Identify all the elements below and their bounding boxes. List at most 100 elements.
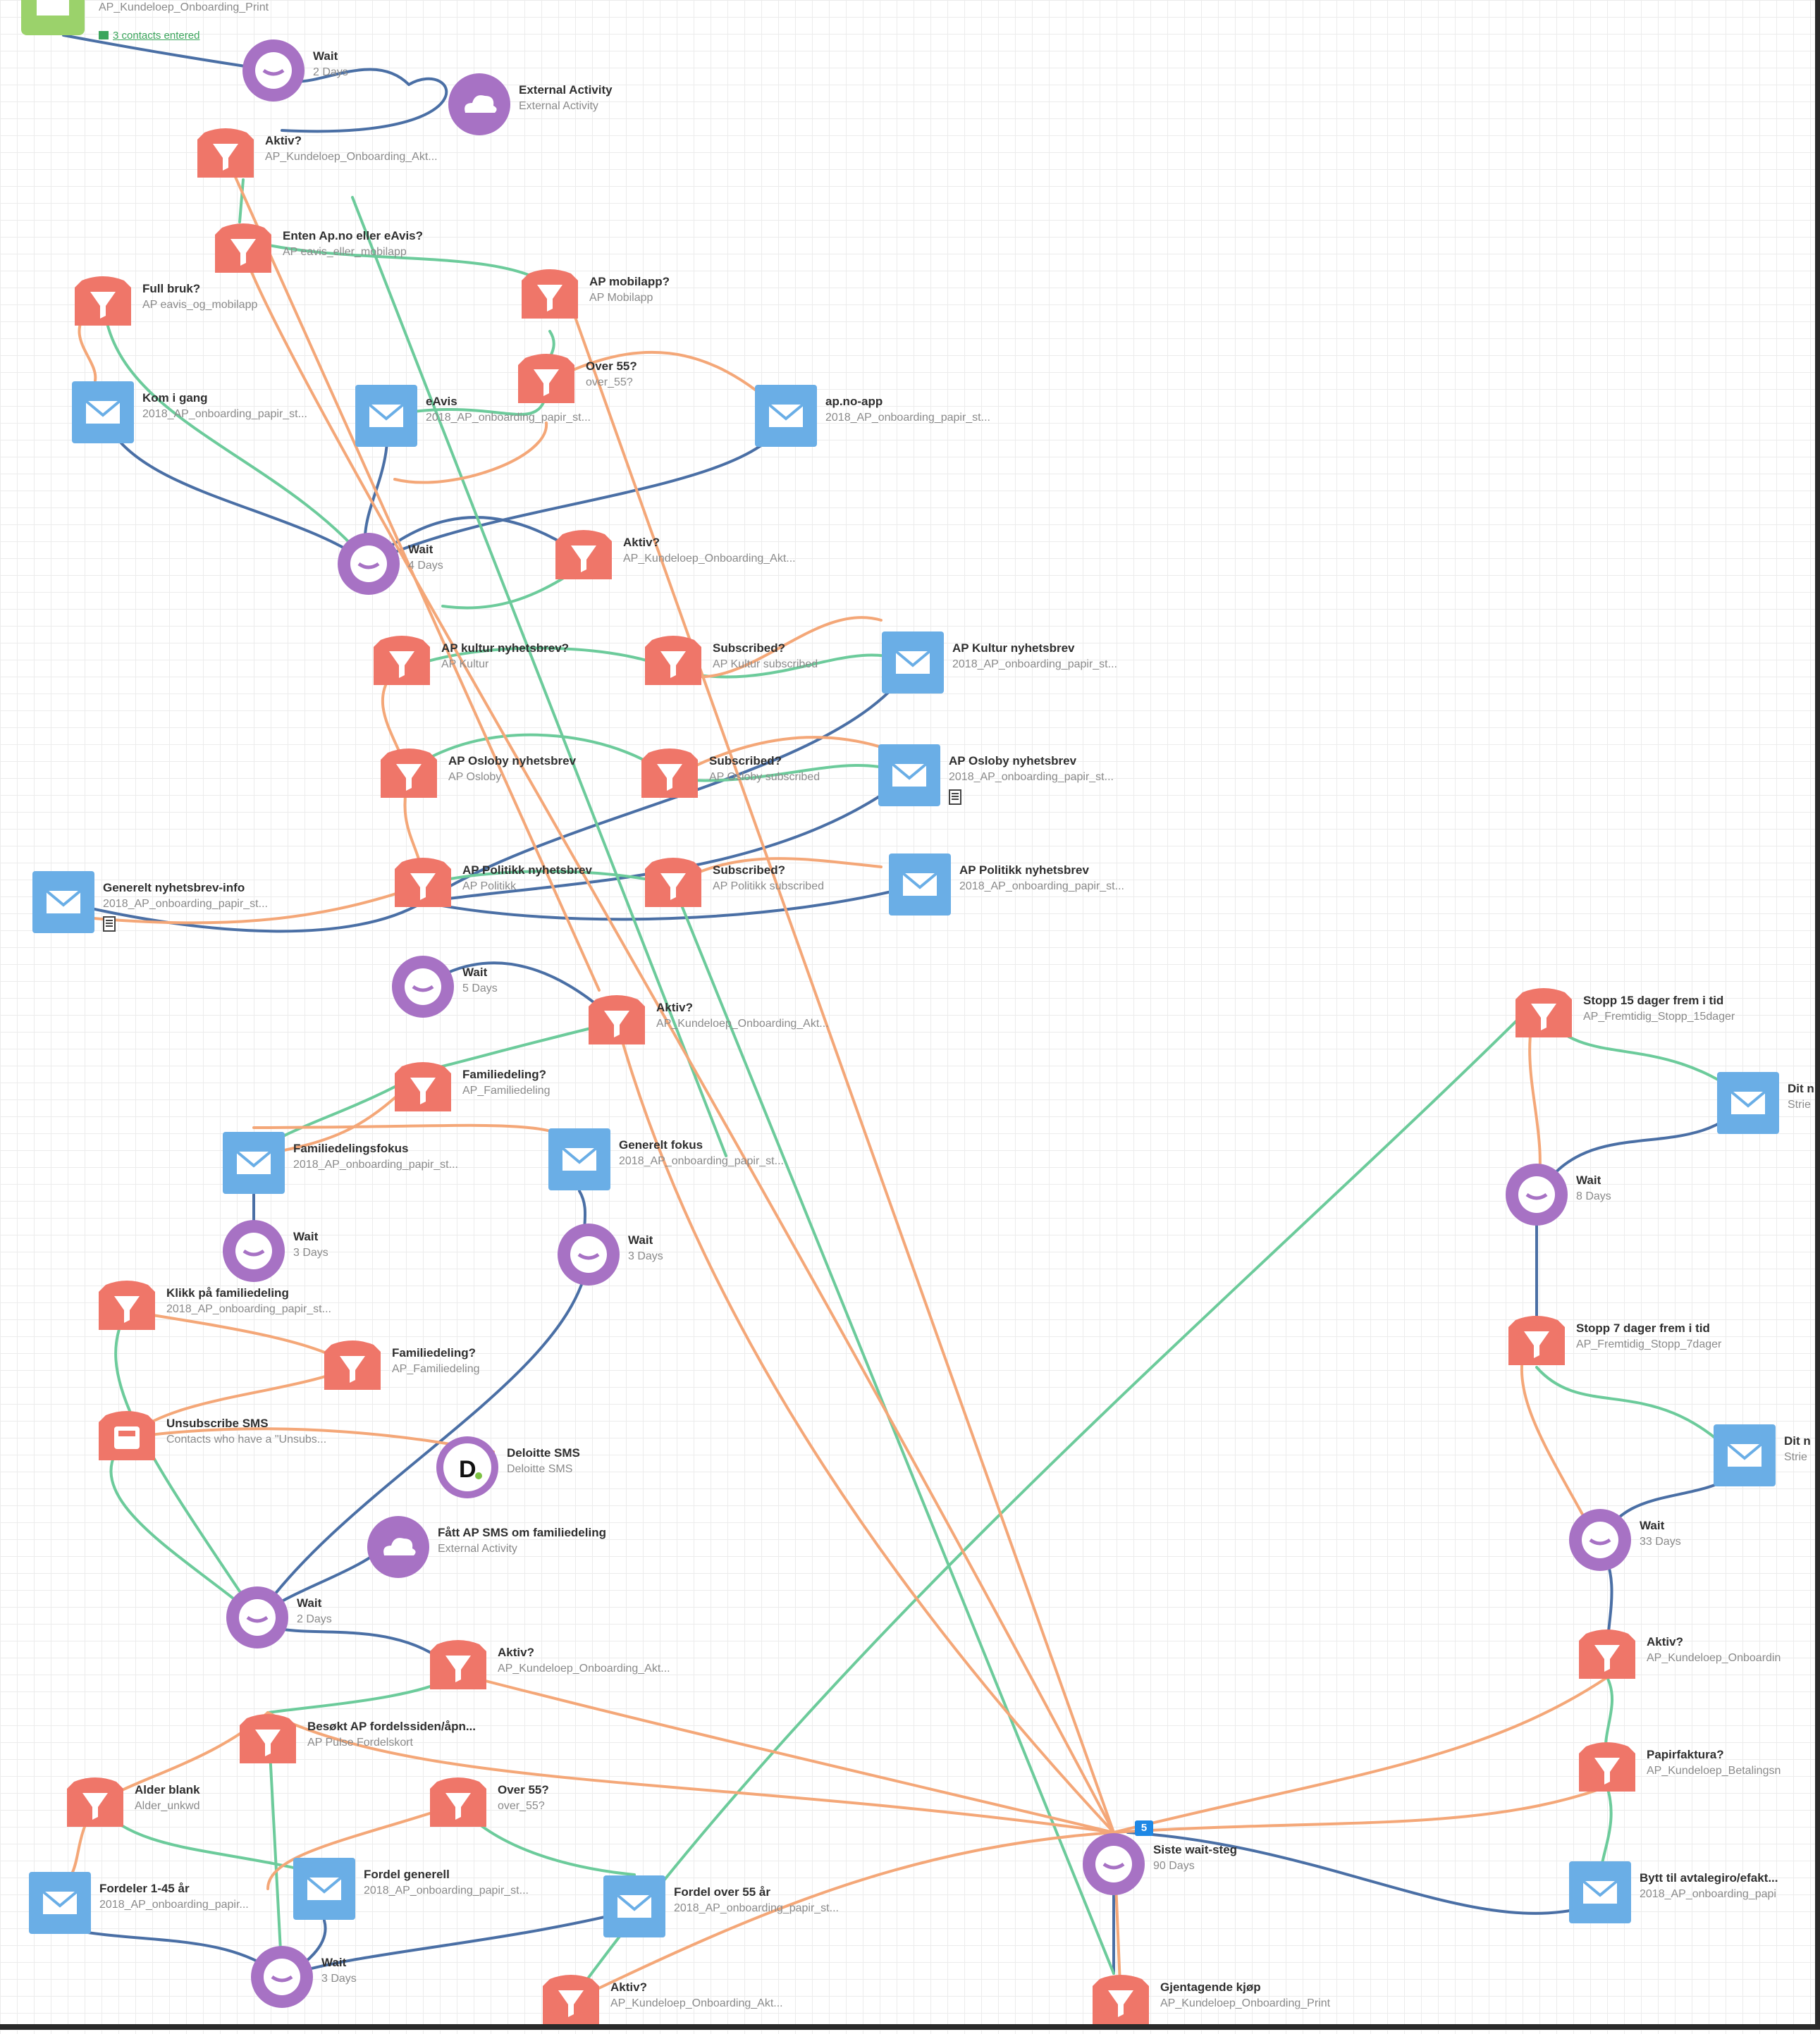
node-title: Aktiv? xyxy=(656,1001,693,1014)
edge xyxy=(615,1021,1115,1834)
node-subtitle: over_55? xyxy=(586,376,633,388)
node-title: Bytt til avtalegiro/efakt... xyxy=(1640,1871,1778,1885)
edge xyxy=(125,1309,354,1369)
node-subtitle: External Activity xyxy=(519,100,598,112)
edge xyxy=(570,1831,1115,2003)
window-border-right xyxy=(1815,0,1820,2030)
node-title: AP Politikk nyhetsbrev xyxy=(462,863,592,877)
node-subtitle: AP_Kundeloep_Onboarding_Akt... xyxy=(265,151,438,163)
node-subtitle: Strie xyxy=(1784,1451,1807,1463)
edge xyxy=(281,1909,636,1978)
node-subtitle: AP Osloby subscribed xyxy=(709,771,820,783)
node-title: Subscribed? xyxy=(713,863,785,877)
node-title: AP mobilapp? xyxy=(589,275,670,288)
node-subtitle: Contacts who have a "Unsubs... xyxy=(166,1434,327,1446)
node-subtitle: 2018_AP_onboarding_papir_st... xyxy=(166,1303,331,1315)
node-title: Deloitte SMS xyxy=(507,1446,580,1460)
node-subtitle: AP_Kundeloep_Onboarding_Akt... xyxy=(498,1663,670,1675)
node-subtitle: AP_Kundeloep_Onboardin xyxy=(1647,1652,1781,1664)
node-subtitle: AP_Kundeloep_Onboarding_Akt... xyxy=(656,1018,829,1030)
node-title: Over 55? xyxy=(498,1783,549,1796)
node-subtitle: 2018_AP_onboarding_papir_st... xyxy=(825,412,990,424)
node-subtitle: AP Kultur subscribed xyxy=(713,658,818,670)
window-border-bottom xyxy=(0,2024,1820,2030)
node-subtitle: 4 Days xyxy=(408,560,443,572)
node-subtitle: 2018_AP_onboarding_papi xyxy=(1640,1888,1776,1900)
node-title: Familiedelingsfokus xyxy=(293,1142,409,1155)
node-subtitle: 2018_AP_onboarding_papir_st... xyxy=(959,880,1124,892)
edge xyxy=(548,351,787,417)
node-title: AP Osloby nyhetsbrev xyxy=(448,754,577,768)
node-title: Subscribed? xyxy=(709,754,782,768)
edge xyxy=(266,1803,460,1890)
node-title: Papirfaktura? xyxy=(1647,1748,1724,1761)
node-title: Generelt fokus xyxy=(619,1138,703,1152)
node-subtitle: Deloitte SMS xyxy=(507,1463,573,1475)
node-subtitle: AP Politikk xyxy=(462,880,517,892)
node-title: Wait xyxy=(293,1230,319,1243)
node-title: Gjentagende kjøp xyxy=(1160,1980,1261,1994)
node-title: Kom i gang xyxy=(142,391,208,405)
node-title: Fordeler 1-45 år xyxy=(99,1882,190,1895)
contact-count-badge: 5 xyxy=(1135,1820,1153,1836)
node-title: Stopp 7 dager frem i tid xyxy=(1576,1321,1710,1335)
node-title: Wait xyxy=(321,1956,347,1969)
node-subtitle: 2 Days xyxy=(297,1613,332,1625)
node-subtitle: 2018_AP_onboarding_papir_st... xyxy=(619,1155,784,1167)
edge xyxy=(256,1253,590,1619)
document-icon xyxy=(103,916,116,932)
node-title: AP kultur nyhetsbrev? xyxy=(441,641,570,655)
node-subtitle: over_55? xyxy=(498,1800,545,1812)
node-title: Wait xyxy=(628,1233,653,1247)
node-subtitle: 2018_AP_onboarding_papir_st... xyxy=(364,1885,529,1897)
edge xyxy=(562,284,1115,1834)
node-title: Stopp 15 dager frem i tid xyxy=(1583,994,1724,1007)
entry-contacts-link[interactable]: 3 contacts entered xyxy=(113,30,200,42)
node-subtitle: 33 Days xyxy=(1640,1536,1681,1548)
node-title: AP Politikk nyhetsbrev xyxy=(959,863,1089,877)
node-subtitle: 2 Days xyxy=(313,66,348,78)
edge xyxy=(1112,1785,1609,1834)
edge xyxy=(281,77,448,133)
node-title: Aktiv? xyxy=(623,536,660,549)
edge xyxy=(104,316,370,565)
node-title: Aktiv? xyxy=(265,134,302,147)
node-subtitle: 2018_AP_onboarding_papir... xyxy=(99,1899,249,1911)
node-subtitle: 90 Days xyxy=(1153,1860,1195,1872)
node-subtitle: AP_Kundeloep_Betalingsn xyxy=(1647,1765,1781,1777)
node-subtitle: 2018_AP_onboarding_papir_st... xyxy=(103,898,268,910)
node-subtitle: 8 Days xyxy=(1576,1190,1611,1202)
node-title: Fordel over 55 år xyxy=(674,1885,771,1899)
node-subtitle: 5 Days xyxy=(462,982,498,994)
node-title: Subscribed? xyxy=(713,641,785,655)
node-title: Wait xyxy=(297,1596,322,1610)
node-title: Klikk på familiedeling xyxy=(166,1286,289,1300)
node-title: Wait xyxy=(1640,1519,1665,1532)
node-title: Fordel generell xyxy=(364,1868,450,1881)
node-title: Enten Ap.no eller eAvis? xyxy=(283,229,424,242)
edge xyxy=(59,1926,283,1978)
edge xyxy=(1535,1366,1746,1467)
node-subtitle: Strie xyxy=(1788,1099,1811,1111)
node-subtitle: 2018_AP_onboarding_papir_st... xyxy=(949,771,1114,783)
edge xyxy=(385,393,548,417)
edge xyxy=(62,901,424,933)
node-subtitle: AP Mobilapp xyxy=(589,292,653,304)
node-subtitle: AP Kultur xyxy=(441,658,489,670)
node-subtitle: AP Osloby xyxy=(448,771,502,783)
node-title: AP Osloby nyhetsbrev xyxy=(949,754,1077,768)
edge xyxy=(422,883,921,921)
node-title: Dit n xyxy=(1784,1434,1811,1448)
edge xyxy=(351,196,727,1157)
flag-icon xyxy=(99,31,109,39)
edge xyxy=(570,999,1538,2003)
node-title: Wait xyxy=(462,966,488,979)
node-subtitle: AP_Fremtidig_Stopp_7dager xyxy=(1576,1338,1722,1350)
node-title: Aktiv? xyxy=(1647,1635,1683,1648)
node-subtitle: 2018_AP_onboarding_papir_st... xyxy=(426,412,591,424)
edge xyxy=(94,1803,326,1876)
node-title: Wait xyxy=(408,543,434,556)
edge xyxy=(69,883,424,925)
node-title: Dit n xyxy=(1788,1082,1814,1095)
